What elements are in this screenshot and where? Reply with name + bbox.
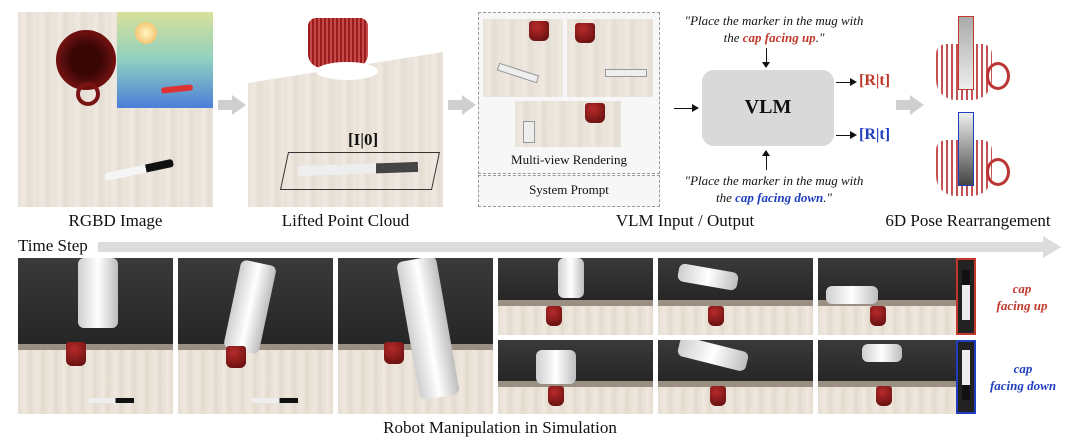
multi-view-box: Multi-view Rendering (478, 12, 660, 174)
sim-frame-2 (178, 258, 333, 414)
caption-pose: 6D Pose Rearrangement (885, 211, 1051, 230)
time-step-bar (98, 242, 1043, 252)
flow-arrow-head (910, 95, 924, 115)
zoom-cap-down (956, 340, 976, 414)
flow-arrow (448, 100, 462, 110)
depth-inset (117, 12, 213, 108)
output-pose-down: [R|t] (859, 126, 891, 143)
pose-result-up (930, 14, 1010, 104)
arrow-output-down (836, 135, 852, 136)
vlm-io-block: Multi-view Rendering System Prompt "Plac… (478, 12, 891, 207)
output-pose-up: [R|t] (859, 72, 891, 89)
flow-arrow-head (232, 95, 246, 115)
label-cap-up: cap facing up (996, 281, 1048, 313)
point-cloud-mug (308, 18, 368, 68)
point-cloud-view: [I|0] (248, 12, 443, 207)
caption-robot: Robot Manipulation in Simulation (383, 418, 617, 437)
mug-handle (76, 82, 100, 106)
arrow-prompt-up (766, 154, 767, 170)
render-view-3 (515, 101, 621, 147)
sim-frame-3 (338, 258, 493, 414)
sim-up-1 (498, 258, 653, 335)
system-prompt-label: System Prompt (529, 182, 609, 197)
identity-label: [I|0] (348, 130, 379, 149)
render-view-2 (567, 19, 653, 97)
prompt-cap-down: "Place the marker in the mug with the ca… (684, 173, 864, 205)
sim-down-1 (498, 340, 653, 414)
time-step-arrowhead (1043, 236, 1061, 258)
sim-down-2 (658, 340, 813, 414)
prompt-cap-up: "Place the marker in the mug with the ca… (684, 13, 864, 45)
sim-up-3 (818, 258, 956, 335)
marker-image (103, 158, 175, 182)
sim-up-2 (658, 258, 813, 335)
vlm-label: VLM (744, 96, 792, 118)
zoom-cap-up (956, 258, 976, 335)
time-step-label: Time Step (18, 236, 88, 255)
arrow-output-up (836, 82, 852, 83)
render-view-1 (483, 19, 563, 97)
label-cap-down: cap facing down (989, 361, 1057, 393)
flow-arrow-head (462, 95, 476, 115)
pose-result-down (930, 110, 1010, 200)
arrow-prompt-down (766, 48, 767, 64)
vlm-box: VLM (702, 70, 834, 146)
caption-lifted: Lifted Point Cloud (281, 211, 410, 230)
multi-view-label: Multi-view Rendering (511, 152, 627, 167)
system-prompt-box: System Prompt (478, 175, 660, 207)
caption-rgbd: RGBD Image (68, 211, 163, 230)
sim-down-3 (818, 340, 956, 414)
rgbd-image (18, 12, 213, 207)
flow-arrow (896, 100, 910, 110)
caption-vlm-io: VLM Input / Output (615, 211, 755, 230)
flow-arrow (218, 100, 232, 110)
sim-frame-1 (18, 258, 173, 414)
arrow-input (674, 108, 694, 109)
mug-image (56, 30, 116, 90)
